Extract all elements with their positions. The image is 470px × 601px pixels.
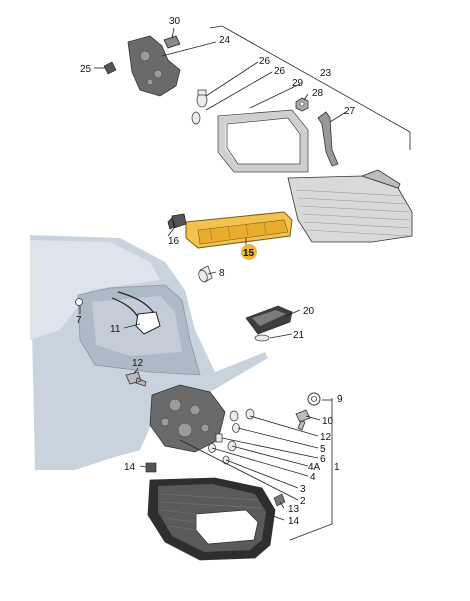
label-21: 21 bbox=[293, 330, 305, 341]
label-12a: 12 bbox=[132, 358, 144, 369]
label-26a: 26 bbox=[259, 56, 271, 67]
bulb-holder-24 bbox=[127, 35, 181, 97]
label-4a: 4A bbox=[308, 462, 321, 473]
label-12b: 12 bbox=[320, 432, 332, 443]
rear-tail-lamp-window bbox=[195, 509, 259, 545]
label-28: 28 bbox=[312, 88, 324, 99]
gasket-29 bbox=[218, 110, 308, 172]
label-23: 23 bbox=[320, 68, 332, 79]
clip-13 bbox=[273, 493, 286, 507]
highlight-badge-15 bbox=[241, 244, 257, 260]
body-panel-highlight bbox=[30, 240, 160, 340]
label-9: 9 bbox=[337, 394, 343, 405]
label-16: 16 bbox=[168, 236, 180, 247]
label-13: 13 bbox=[288, 504, 300, 515]
label-4: 4 bbox=[310, 472, 316, 483]
label-24: 24 bbox=[219, 35, 231, 46]
connector-11 bbox=[135, 311, 161, 335]
label-2: 2 bbox=[300, 496, 306, 507]
label-10: 10 bbox=[322, 416, 334, 427]
label-25: 25 bbox=[80, 64, 92, 75]
label-14a: 14 bbox=[124, 462, 136, 473]
bracket-27 bbox=[317, 111, 339, 167]
label-27: 27 bbox=[344, 106, 356, 117]
inner-lamp-ribs bbox=[295, 189, 411, 237]
label-20: 20 bbox=[303, 306, 315, 317]
label-1: 1 bbox=[334, 462, 340, 473]
clip-14 bbox=[145, 462, 157, 473]
group-bracket-1 bbox=[289, 398, 333, 541]
label-29: 29 bbox=[292, 78, 304, 89]
label-8: 8 bbox=[219, 268, 225, 279]
screw-10 bbox=[295, 409, 311, 431]
label-26b: 26 bbox=[274, 66, 286, 77]
bulb-carrier-details bbox=[160, 398, 210, 438]
reflector-15-ribs bbox=[209, 221, 267, 241]
label-11: 11 bbox=[110, 324, 121, 335]
label-14b: 14 bbox=[288, 516, 300, 527]
bulb-26 bbox=[191, 89, 208, 125]
label-7: 7 bbox=[76, 315, 82, 326]
plug-16 bbox=[167, 213, 187, 230]
label-6: 6 bbox=[320, 454, 326, 465]
leader-lines bbox=[79, 27, 347, 521]
clip-7 bbox=[75, 298, 83, 306]
lens-ribs bbox=[159, 493, 263, 531]
bulb-8 bbox=[198, 265, 213, 283]
group-bracket-23 bbox=[209, 25, 411, 150]
label-30: 30 bbox=[169, 16, 181, 27]
bulb-holder-24-details bbox=[139, 50, 163, 86]
bulb-carrier bbox=[149, 384, 226, 453]
label-3: 3 bbox=[300, 484, 306, 495]
label-15: 15 bbox=[243, 248, 255, 259]
bulb-21 bbox=[254, 334, 270, 342]
bolt-12 bbox=[125, 371, 147, 387]
label-5: 5 bbox=[320, 444, 326, 455]
clip-25 bbox=[103, 61, 117, 75]
